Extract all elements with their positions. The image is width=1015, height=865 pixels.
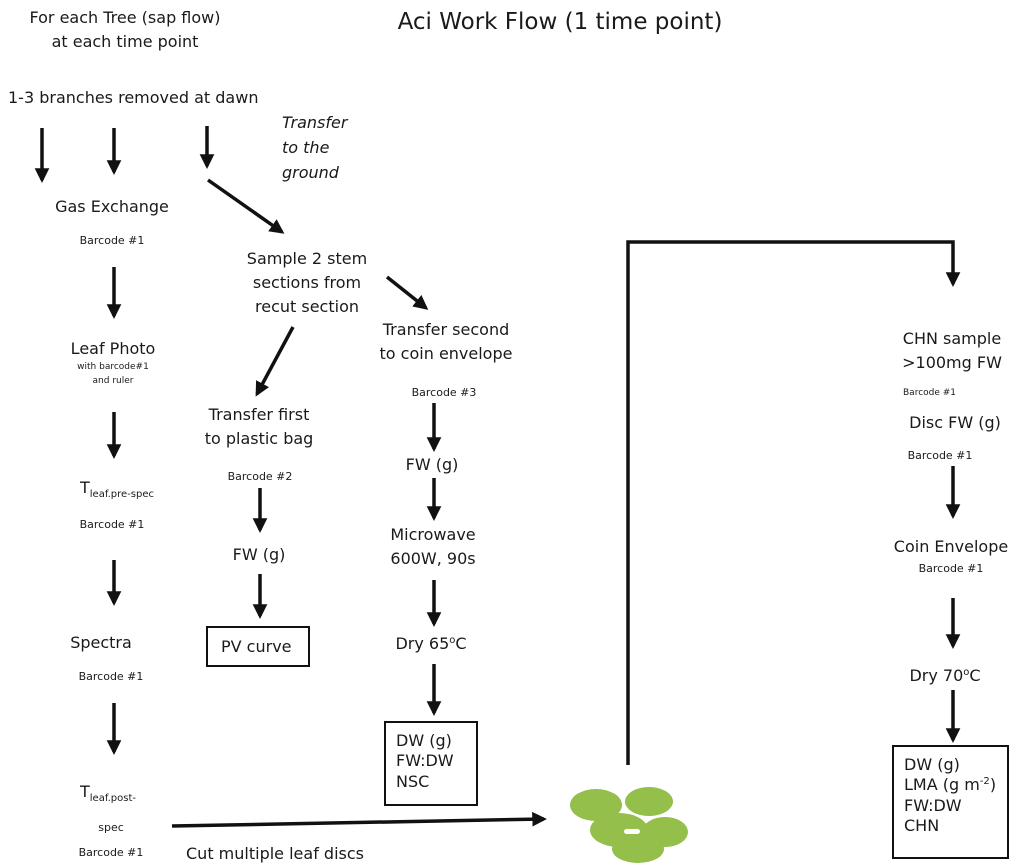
diagram-title: Aci Work Flow (1 time point) (397, 9, 723, 35)
transfer-note-3: ground (282, 163, 339, 182)
tleaf-pre-spec: Tleaf.pre-spec (80, 478, 155, 500)
arrow-to-stem (206, 178, 285, 234)
transfer-note-1: Transfer (282, 113, 348, 132)
dry-70: Dry 70oC (909, 666, 981, 685)
result-dw: DW (g) (396, 731, 452, 750)
disc-barcode: Barcode #1 (907, 449, 973, 462)
spectra: Spectra (70, 633, 132, 652)
stem-sample-line2: sections from (252, 273, 362, 292)
microwave-1: Microwave (390, 525, 476, 544)
transfer-note-2: to the (282, 138, 330, 157)
final-fwdw: FW:DW (904, 795, 962, 815)
leaf-photo-sub-1: with barcode#1 (77, 362, 149, 372)
disc-fw: Disc FW (g) (909, 413, 1001, 432)
final-chn: CHN (904, 816, 940, 836)
barcode-3: Barcode #3 (411, 386, 477, 399)
barcode-2: Barcode #2 (227, 470, 293, 483)
result-fwdw: FW:DW (396, 751, 454, 771)
nsc-result-box: DW (g) FW:DW NSC (384, 721, 478, 806)
col2-fw: FW (g) (232, 545, 286, 564)
tree-note-line1: For each Tree (sap flow) (29, 8, 221, 27)
microwave-2: 600W, 90s (390, 549, 476, 568)
arrow-stem-to-envelope (385, 275, 429, 310)
arrow-to-discs (171, 811, 547, 828)
transfer-first-1: Transfer first (208, 405, 310, 424)
spectra-barcode: Barcode #1 (78, 670, 144, 683)
final-result-box: DW (g) LMA (g m-2) FW:DW CHN (892, 745, 1009, 859)
transfer-second-2: to coin envelope (379, 344, 513, 363)
tree-note-line2: at each time point (51, 32, 199, 51)
pv-curve-box: PV curve (206, 626, 310, 667)
leaf-photo: Leaf Photo (70, 339, 156, 358)
dry-65: Dry 65oC (395, 634, 467, 653)
branches-removed: 1-3 branches removed at dawn (8, 88, 259, 107)
result-nsc: NSC (396, 771, 430, 791)
chn-sample-1: CHN sample (902, 329, 1002, 348)
cut-leaf-discs: Cut multiple leaf discs (186, 844, 364, 863)
coin-barcode: Barcode #1 (918, 562, 984, 575)
gas-exchange-barcode: Barcode #1 (79, 234, 145, 247)
tleaf-pre-barcode: Barcode #1 (79, 518, 145, 531)
leaf-photo-sub-2: and ruler (92, 376, 134, 386)
final-lma: LMA (g m-2) (904, 775, 997, 795)
arrow-stem-to-bag (255, 326, 295, 397)
transfer-second-1: Transfer second (382, 320, 510, 339)
chn-sample-2: >100mg FW (902, 353, 1002, 372)
stem-sample-line1: Sample 2 stem (246, 249, 368, 268)
tleaf-post-spec: Tleaf.post- (80, 782, 137, 804)
coin-envelope: Coin Envelope (893, 537, 1009, 556)
col3-fw: FW (g) (405, 455, 459, 474)
gas-exchange: Gas Exchange (55, 197, 169, 216)
elbow-to-chn (626, 240, 961, 765)
pv-curve-label: PV curve (221, 637, 292, 656)
transfer-first-2: to plastic bag (204, 429, 314, 448)
tleaf-post-barcode: Barcode #1 (78, 846, 144, 859)
stem-sample-line3: recut section (255, 297, 359, 316)
final-dw: DW (g) (904, 755, 960, 774)
tleaf-post-sub-2: spec (98, 821, 124, 834)
chn-barcode: Barcode #1 (903, 388, 957, 398)
